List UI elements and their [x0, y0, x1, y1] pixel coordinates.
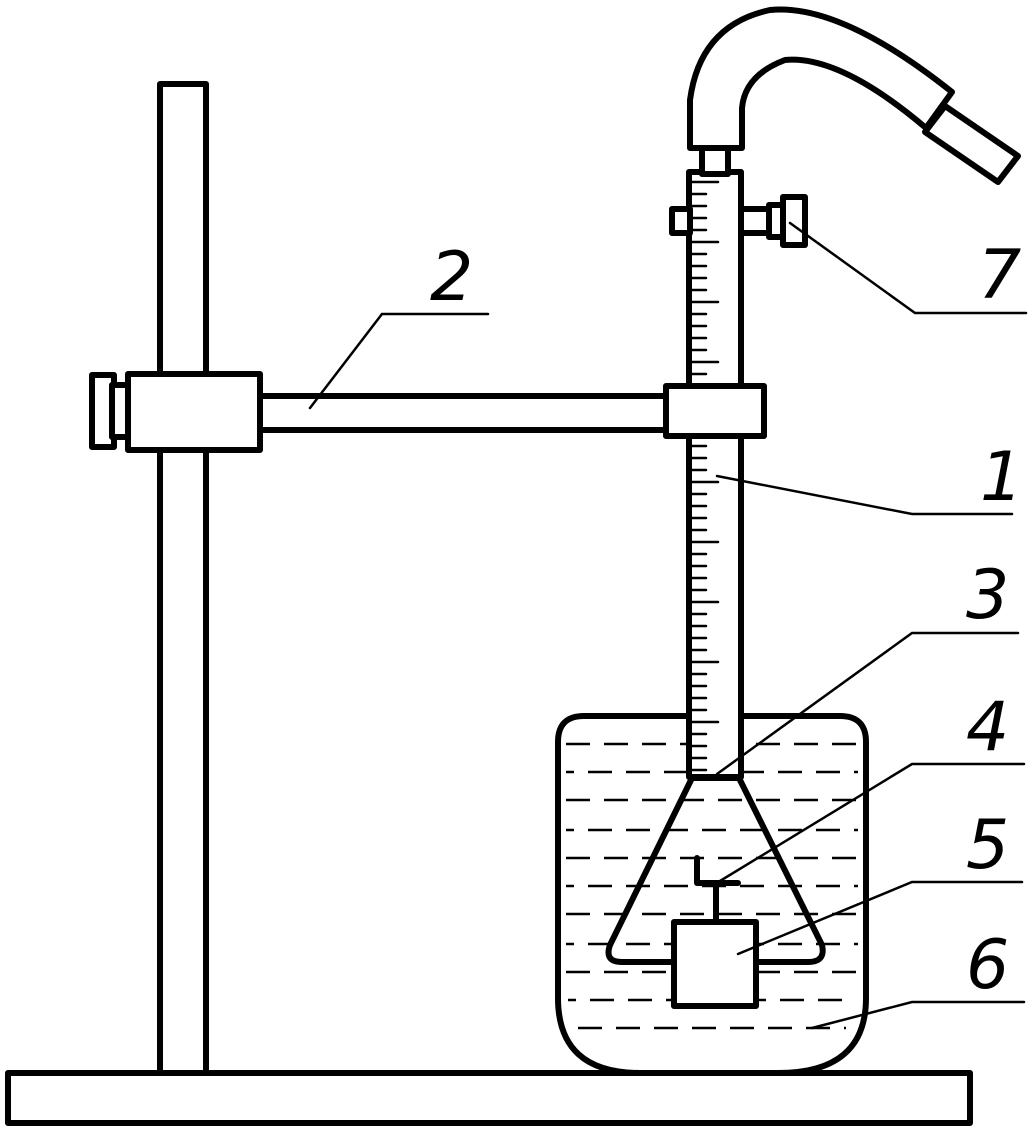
leader-line-5 [736, 880, 1024, 956]
label-4: 4 [966, 688, 1009, 767]
stand-pole [157, 81, 209, 1076]
beaker [555, 713, 869, 1076]
label-2: 2 [430, 238, 473, 317]
label-1: 1 [980, 438, 1023, 517]
base-plate [5, 1070, 973, 1126]
leader-line-6 [810, 1000, 1026, 1030]
leader-line-1 [715, 474, 1014, 516]
hose-nozzle [922, 103, 1021, 185]
hose-connector [699, 145, 731, 177]
label-5: 5 [966, 806, 1009, 885]
label-7: 7 [978, 236, 1021, 315]
weight-block [671, 919, 759, 1009]
leader-line-4 [718, 762, 1026, 883]
leader-line-2 [308, 312, 490, 410]
conical-flask [605, 775, 826, 965]
hook [694, 855, 741, 886]
valve-knob [780, 194, 808, 248]
label-6: 6 [966, 926, 1009, 1005]
pole-clamp [125, 371, 263, 453]
tube-clamp [663, 383, 767, 439]
leader-line-7 [788, 221, 1028, 315]
leader-line-3 [715, 631, 1020, 776]
valve-stub-left [669, 206, 693, 236]
tube-scale [690, 180, 720, 772]
label-3: 3 [966, 556, 1009, 635]
horizontal-arm [255, 393, 671, 433]
curved-hose [687, 6, 955, 151]
